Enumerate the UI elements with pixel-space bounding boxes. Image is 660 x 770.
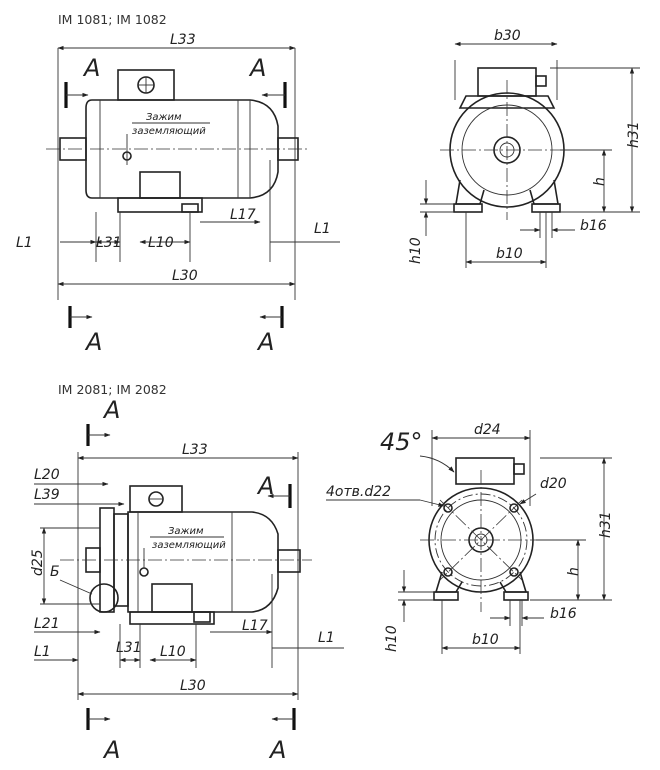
dim-label-h: h	[566, 567, 582, 576]
dim-label-h31: h31	[626, 121, 642, 148]
dim-label-l31: L31	[116, 640, 142, 656]
end-view-top: b30 h31 h h10 b16 b10	[408, 28, 642, 268]
detail-circle	[89, 583, 119, 613]
dim-label-l33: L33	[170, 32, 196, 48]
terminal-base	[151, 583, 193, 613]
dim-label-l39: L39	[34, 487, 60, 503]
dim-label-b30: b30	[494, 28, 521, 44]
dim-label-l1: L1	[16, 235, 33, 251]
dim-label-l17: L17	[242, 618, 268, 634]
foot	[503, 591, 529, 601]
dim-label-b10: b10	[472, 632, 499, 648]
dim-label-h10: h10	[384, 625, 400, 652]
dim-label-l31: L31	[96, 235, 122, 251]
bolt-hole-icon	[443, 503, 453, 513]
dim-label-l1: L1	[318, 630, 335, 646]
section-mark-a: A	[84, 328, 102, 356]
section-mark-a: A	[256, 472, 274, 500]
dim-label-h31: h31	[598, 511, 614, 538]
dim-label-l33: L33	[182, 442, 208, 458]
bolt-hole-icon	[443, 567, 453, 577]
foot-bolt	[181, 203, 199, 213]
ground-terminal-icon	[139, 567, 149, 577]
dim-label-l10: L10	[148, 235, 174, 251]
section-mark-a: A	[248, 54, 266, 82]
foot	[433, 591, 459, 601]
shaft-end	[277, 549, 301, 573]
section-mark-a: A	[256, 328, 274, 356]
foot	[453, 203, 483, 213]
dim-label-d25: d25	[30, 549, 46, 576]
terminal-base	[139, 171, 181, 199]
bolt-hole-icon	[509, 567, 519, 577]
ground-note: заземляющий	[132, 126, 206, 137]
dim-label-l1: L1	[34, 644, 51, 660]
detail-label: Б	[50, 564, 60, 580]
section-mark-a: A	[268, 736, 286, 764]
terminal-box	[455, 457, 515, 485]
holes-label: 4отв.d22	[326, 484, 391, 500]
dim-label-b16: b16	[550, 606, 577, 622]
dim-label-h10: h10	[408, 237, 424, 264]
dim-label-l20: L20	[34, 467, 60, 483]
section-mark-a: A	[82, 54, 100, 82]
dim-label-l30: L30	[180, 678, 206, 694]
ground-note: Зажим	[146, 112, 182, 123]
dim-label-h: h	[592, 177, 608, 186]
mounting-foot	[117, 197, 203, 213]
side-view-top: IM 1081; IM 1082 L33 A A Зажим зазе	[16, 12, 340, 356]
section-mark-a: A	[102, 396, 120, 424]
dim-label-l17: L17	[230, 207, 256, 223]
top-view-title: IM 1081; IM 1082	[58, 12, 167, 27]
side-view-bottom: IM 2081; IM 2082 A L33 A Зажим заземля	[30, 382, 344, 764]
dim-label-d24: d24	[474, 422, 501, 438]
dim-label-b10: b10	[496, 246, 523, 262]
section-mark-a: A	[102, 736, 120, 764]
dim-label-l1: L1	[314, 221, 331, 237]
angle-label: 45°	[380, 428, 423, 456]
dim-label-l30: L30	[172, 268, 198, 284]
dim-label-b16: b16	[580, 218, 607, 234]
bottom-view-title: IM 2081; IM 2082	[58, 382, 167, 397]
ground-note: Зажим	[168, 526, 204, 537]
bolt-hole-icon	[509, 503, 519, 513]
foot	[531, 203, 561, 213]
ground-note: заземляющий	[152, 540, 226, 551]
motor-body	[127, 511, 279, 613]
dim-label-l10: L10	[160, 644, 186, 660]
dim-label-d20: d20	[540, 476, 567, 492]
dim-label-l21: L21	[34, 616, 60, 632]
end-view-bottom: d24 45° 4отв.d22 d20 h31 h h10 b16 b10	[326, 422, 614, 654]
